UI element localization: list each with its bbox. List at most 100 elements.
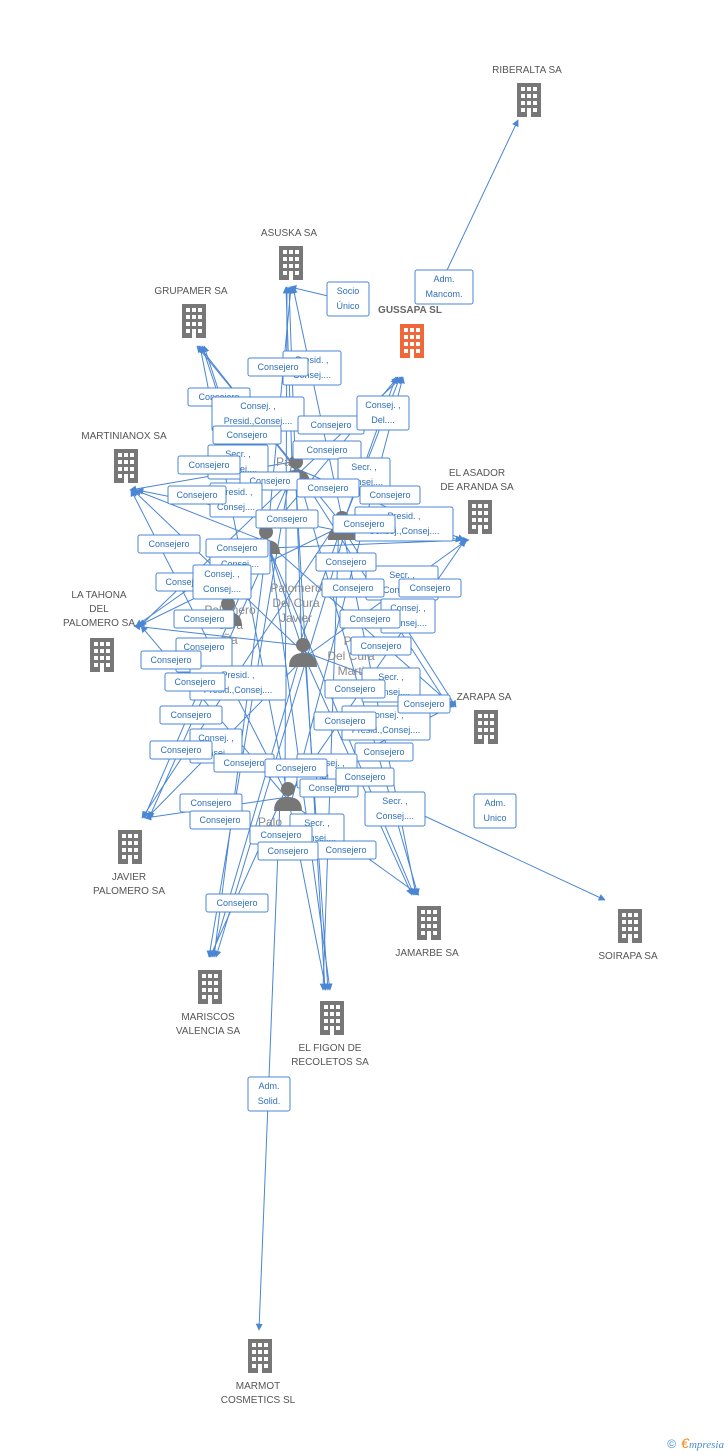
relation-text: Presid.,Consej.... (224, 416, 293, 426)
company-label: COSMETICS SL (221, 1395, 296, 1406)
relation-label[interactable]: Consejero (313, 711, 377, 731)
relation-text: Consejero (308, 783, 349, 793)
building-icon (517, 83, 541, 117)
footer-brand: © €mpresia (667, 1435, 724, 1451)
relation-label[interactable]: Consejero (339, 609, 401, 629)
relation-label[interactable]: Consejero (324, 679, 386, 699)
relation-label[interactable]: Consejero (149, 740, 213, 760)
relation-text: Consejero (325, 845, 366, 855)
relation-edge (133, 623, 300, 646)
relation-label[interactable]: Adm.Mancom. (414, 269, 474, 305)
relation-label[interactable]: Consejero (315, 552, 377, 572)
relation-text: Consejero (344, 772, 385, 782)
relation-text: Socio (337, 286, 360, 296)
relation-label[interactable]: Consejero (205, 893, 269, 913)
relation-label[interactable]: Consejero (398, 578, 462, 598)
relation-text: Consej. , (390, 603, 426, 613)
relation-label[interactable]: Consejero (257, 841, 319, 861)
relation-label[interactable]: Secr. ,Consej.... (364, 791, 426, 827)
relation-label[interactable]: Consejero (167, 485, 227, 505)
company-label: VALENCIA SA (176, 1026, 241, 1037)
relation-text: Consejero (183, 642, 224, 652)
relation-label[interactable]: Consejero (315, 840, 377, 860)
relation-label[interactable]: Consejero (249, 825, 313, 845)
company-node-grupamer[interactable]: GRUPAMER SA (154, 286, 228, 338)
relation-label[interactable]: Consejero (189, 810, 251, 830)
building-icon (468, 500, 492, 534)
company-node-asuska[interactable]: ASUSKA SA (261, 228, 317, 280)
relation-label[interactable]: Consejero (397, 694, 451, 714)
relation-label[interactable]: Consejero (212, 425, 282, 445)
relation-label[interactable]: Consejero (350, 636, 412, 656)
relation-label[interactable]: Consejero (335, 767, 395, 787)
relation-label[interactable]: Consejero (205, 538, 269, 558)
relation-text: Secr. , (378, 672, 404, 682)
relation-label[interactable]: Consejero (297, 415, 365, 435)
relation-text: Presid. , (219, 487, 252, 497)
relation-label[interactable]: Consejero (292, 440, 362, 460)
relation-text: Presid.,Consej.... (352, 725, 421, 735)
relation-label[interactable]: Consejero (177, 455, 241, 475)
relation-text: Consejero (267, 846, 308, 856)
relation-text: Consej. , (365, 400, 401, 410)
building-icon (114, 449, 138, 483)
building-icon (198, 970, 222, 1004)
relation-text: Consejero (349, 614, 390, 624)
relation-label[interactable]: Adm.Solid. (247, 1076, 291, 1112)
relation-text: Consej.... (293, 370, 331, 380)
person-label: Marti (338, 664, 365, 678)
relation-text: Secr. , (225, 449, 251, 459)
relation-label[interactable]: Consejero (255, 509, 319, 529)
company-node-jamarbe[interactable]: JAMARBE SA (395, 906, 459, 959)
company-label: PALOMERO SA (93, 886, 165, 897)
relation-label[interactable]: Consejero (264, 758, 328, 778)
company-label: RIBERALTA SA (492, 65, 562, 76)
building-icon (618, 909, 642, 943)
relation-text: Consejero (310, 420, 351, 430)
relation-text: Consejero (334, 684, 375, 694)
relation-label[interactable]: Consej. ,Del.... (356, 395, 410, 431)
relation-label[interactable]: Consejero (359, 485, 421, 505)
company-node-martinianox[interactable]: MARTINIANOX SA (81, 431, 167, 483)
relation-label[interactable]: Consejero (296, 478, 360, 498)
relation-label[interactable]: Consejero (179, 793, 243, 813)
relation-label[interactable]: Consejero (164, 672, 226, 692)
relation-text: Unico (483, 813, 506, 823)
relation-label[interactable]: Consej. ,Consej.... (192, 564, 252, 600)
relation-label[interactable]: Consejero (137, 534, 201, 554)
building-icon (474, 710, 498, 744)
company-node-soirapa[interactable]: SOIRAPA SA (598, 909, 658, 962)
relation-label[interactable]: Consejero (321, 578, 385, 598)
relation-label[interactable]: Consejero (173, 609, 235, 629)
relation-text: Presid. , (387, 511, 420, 521)
company-node-gussapa[interactable]: GUSSAPA SL (378, 305, 442, 358)
company-node-riberalta[interactable]: RIBERALTA SA (492, 65, 562, 117)
relation-label[interactable]: Consej. ,Presid.,Consej.... (211, 396, 305, 432)
relation-text: Consejero (170, 710, 211, 720)
relation-text: Consejero (249, 476, 290, 486)
company-label: EL FIGON DE (299, 1043, 362, 1054)
relation-label[interactable]: Consejero (247, 357, 309, 377)
relation-label[interactable]: Adm.Unico (473, 793, 517, 829)
building-icon (182, 304, 206, 338)
relation-text: Presid. , (295, 355, 328, 365)
relation-label[interactable]: Consejero (159, 705, 223, 725)
relation-label[interactable]: Consejero (332, 514, 396, 534)
relation-text: Secr. , (389, 570, 415, 580)
company-label: DE ARANDA SA (440, 482, 514, 493)
relation-label[interactable]: Consejero (354, 742, 414, 762)
relation-label[interactable]: Consejero (140, 650, 202, 670)
company-node-zarapa[interactable]: ZARAPA SA (457, 692, 512, 744)
company-label: ZARAPA SA (457, 692, 512, 703)
relation-edge (206, 461, 293, 958)
brand-logo-text: mpresia (688, 1439, 724, 1451)
